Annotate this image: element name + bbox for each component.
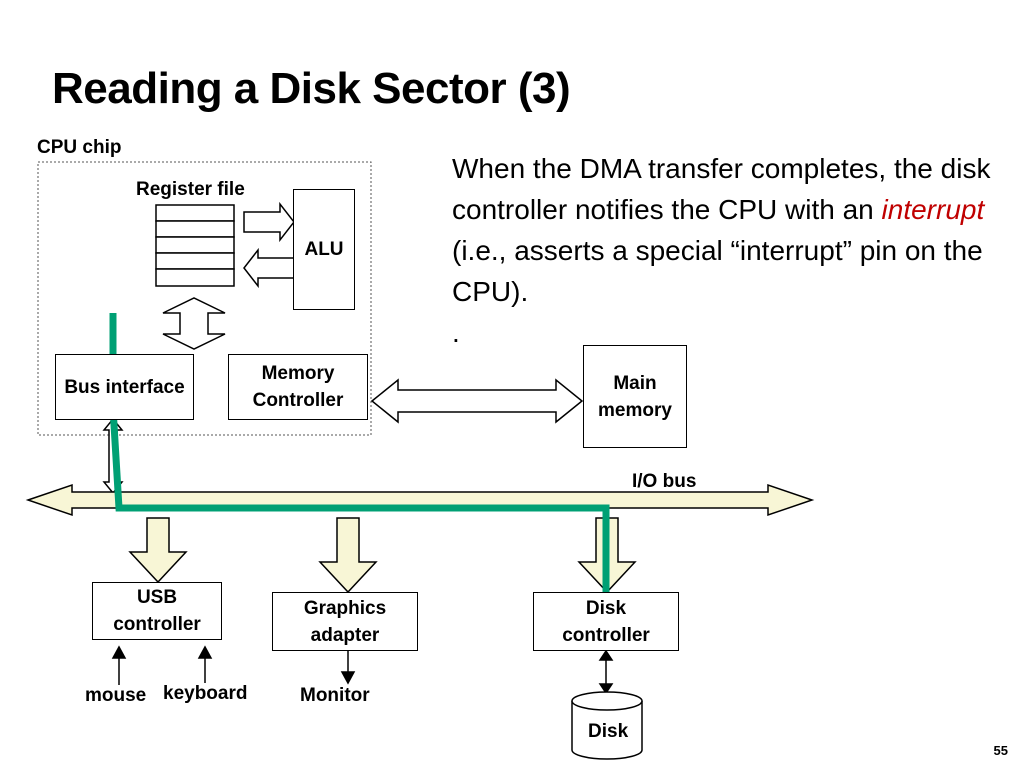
mouse-arrow — [111, 645, 127, 685]
graphics-adapter-line2: adapter — [310, 624, 380, 646]
monitor-label: Monitor — [300, 685, 370, 706]
memory-controller-line2: Controller — [252, 390, 344, 411]
alu-box: ALU — [293, 189, 355, 310]
bus-interface-box: Bus interface — [55, 354, 194, 420]
usb-controller-box: USB controller — [92, 582, 222, 640]
graphics-adapter-box: Graphics adapter — [272, 592, 418, 651]
keyboard-label: keyboard — [163, 683, 248, 704]
disk-controller-to-disk-arrow — [598, 649, 614, 695]
register-file-label: Register file — [136, 179, 245, 200]
description-part2: (i.e., asserts a special “interrupt” pin… — [452, 235, 983, 307]
register-file — [155, 204, 235, 287]
description-trailing: . — [452, 317, 460, 348]
memory-controller-box: Memory Controller — [228, 354, 368, 420]
slide-title: Reading a Disk Sector (3) — [52, 64, 571, 113]
register-to-alu-arrow — [243, 201, 295, 243]
mouse-label: mouse — [85, 685, 147, 706]
io-bus-label: I/O bus — [632, 471, 697, 492]
memory-controller-line1: Memory — [261, 363, 335, 384]
description-text: When the DMA transfer completes, the dis… — [452, 148, 1012, 353]
graphics-adapter-line1: Graphics — [303, 597, 387, 619]
alu-label: ALU — [304, 239, 344, 260]
main-memory-box: Main memory — [583, 345, 687, 448]
memory-bus-double-arrow — [370, 378, 584, 424]
disk-label: Disk — [588, 721, 629, 742]
cpu-chip-label: CPU chip — [37, 137, 122, 158]
disk-cylinder — [571, 691, 643, 760]
io-bus-to-graphics-arrow — [318, 517, 378, 594]
usb-controller-line2: controller — [113, 614, 201, 635]
io-bus-to-usb-arrow — [128, 517, 188, 584]
disk-controller-box: Disk controller — [533, 592, 679, 651]
main-memory-line1: Main — [613, 372, 657, 394]
page-number: 55 — [993, 743, 1008, 758]
usb-controller-line1: USB — [136, 587, 178, 608]
disk-controller-line2: controller — [562, 624, 650, 646]
graphics-to-monitor-arrow — [340, 651, 356, 685]
main-memory-line2: memory — [598, 399, 672, 421]
register-bus-double-arrow — [162, 297, 226, 350]
bus-interface-label: Bus interface — [64, 376, 185, 398]
description-part1: When the DMA transfer completes, the dis… — [452, 153, 991, 225]
disk-controller-line1: Disk — [585, 597, 627, 619]
description-emphasis: interrupt — [881, 194, 985, 225]
keyboard-arrow — [197, 645, 213, 683]
alu-to-register-arrow — [243, 247, 295, 289]
cpu-chip-boundary — [37, 161, 372, 436]
